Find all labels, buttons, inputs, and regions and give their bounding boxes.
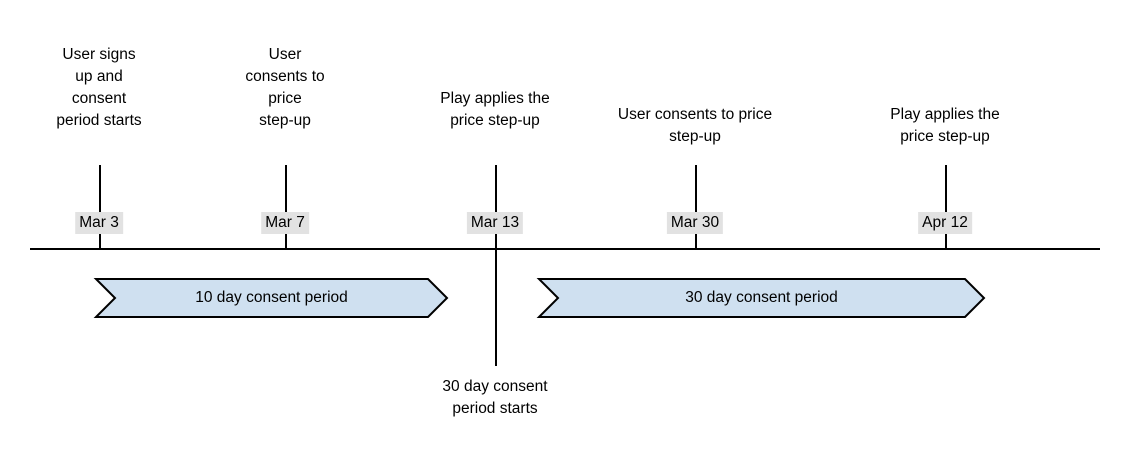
period-banner-shape-thirty-day <box>536 278 986 318</box>
tick-stem-signup <box>99 165 101 248</box>
event-caption-stepup-applied-1: Play applies the price step-up <box>440 90 550 129</box>
tick-stem-consent-10day <box>285 165 287 248</box>
tick-stem-30day-period-start <box>495 248 497 366</box>
event-caption-signup: User signs up and consent period starts <box>56 46 142 129</box>
date-chip-mar-30: Mar 30 <box>666 212 724 234</box>
tick-stem-consent-30day <box>695 165 697 248</box>
date-chip-mar-3: Mar 3 <box>75 212 123 234</box>
date-chip-mar-7: Mar 7 <box>261 212 309 234</box>
tick-stem-stepup-applied-2 <box>945 165 947 248</box>
event-caption-consent-10day: User consents to price step-up <box>245 46 325 129</box>
date-chip-mar-13: Mar 13 <box>466 212 524 234</box>
below-axis-caption-30day-period-start: 30 day consent period starts <box>442 378 548 417</box>
date-chip-apr-12: Apr 12 <box>918 212 972 234</box>
event-caption-consent-30day: User consents to price step-up <box>617 106 773 145</box>
timeline-axis <box>30 248 1100 250</box>
event-caption-stepup-applied-2: Play applies the price step-up <box>890 106 1000 145</box>
period-banner-shape-ten-day <box>93 278 449 318</box>
period-banner-ten-day-consent-period: 10 day consent period <box>93 278 449 318</box>
tick-stem-stepup-applied-1 <box>495 165 497 248</box>
period-banner-thirty-day-consent-period: 30 day consent period <box>536 278 986 318</box>
